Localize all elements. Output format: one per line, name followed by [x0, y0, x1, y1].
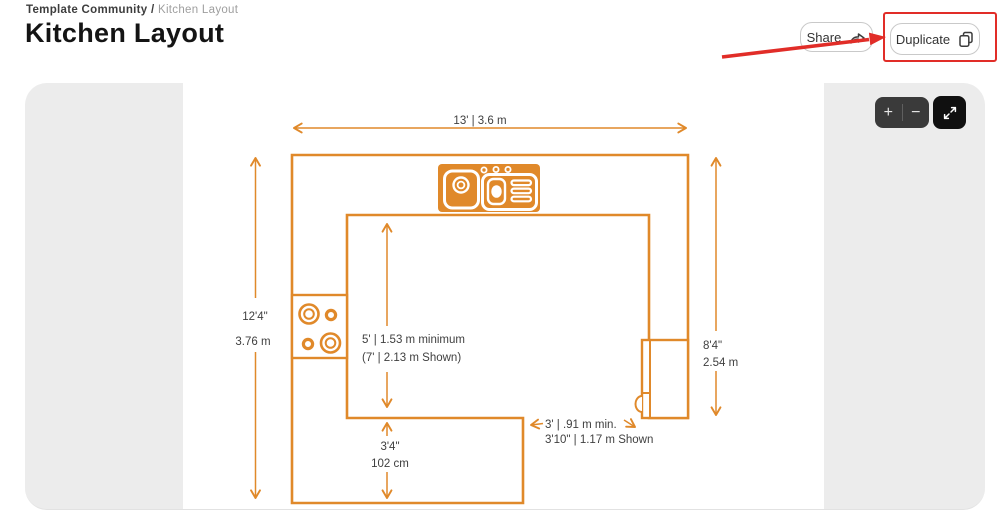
- plus-icon: +: [883, 103, 893, 121]
- breadcrumb-root[interactable]: Template Community /: [26, 4, 155, 16]
- dimension-right-height-m: 2.54 m: [703, 357, 738, 369]
- dimension-top-width-label: 13' | 3.6 m: [453, 115, 506, 127]
- zoom-controls: + −: [875, 97, 929, 128]
- dimension-right-height: 8'4" 2.54 m: [703, 157, 738, 416]
- duplicate-button-label: Duplicate: [895, 31, 951, 47]
- share-icon: [850, 32, 866, 44]
- expand-icon: [943, 106, 956, 119]
- share-button[interactable]: Share: [800, 22, 873, 52]
- dimension-walkway-line1: 3' | .91 m min.: [545, 419, 617, 431]
- zoom-in-button[interactable]: +: [875, 97, 902, 128]
- zoom-out-button[interactable]: −: [903, 97, 930, 128]
- dimension-left-height: 12'4" 3.76 m: [235, 157, 271, 499]
- breadcrumb-current: Kitchen Layout: [157, 4, 239, 16]
- fullscreen-button[interactable]: [933, 96, 966, 129]
- copy-icon: [959, 31, 973, 47]
- kitchen-counter-outline: [290, 153, 690, 505]
- dimension-top-width: 13' | 3.6 m: [293, 115, 687, 134]
- kitchen-layout-diagram: 13' | 3.6 m 12'4" 3.76 m 5' | 1.53 m min…: [235, 115, 738, 505]
- dimension-clearance-line2: (7' | 2.13 m Shown): [362, 352, 461, 364]
- zoom-divider: [901, 104, 903, 121]
- template-preview-canvas[interactable]: 13' | 3.6 m 12'4" 3.76 m 5' | 1.53 m min…: [25, 83, 985, 510]
- breadcrumb: Template Community / Kitchen Layout: [26, 4, 238, 16]
- sink-symbol: [438, 164, 540, 212]
- dimension-clearance-line1: 5' | 1.53 m minimum: [362, 334, 465, 346]
- dimension-right-height-ft: 8'4": [703, 340, 722, 352]
- share-button-label: Share: [806, 29, 842, 45]
- refrigerator-symbol: [634, 338, 690, 420]
- page-header: Template Community / Kitchen Layout Kitc…: [0, 0, 1000, 83]
- dimension-clearance: 5' | 1.53 m minimum (7' | 2.13 m Shown): [362, 223, 465, 408]
- dimension-peninsula-depth-cm: 102 cm: [371, 458, 409, 470]
- dimension-peninsula-depth: 3'4" 102 cm: [371, 422, 409, 499]
- dimension-peninsula-depth-ft: 3'4": [380, 441, 399, 453]
- page-title: Kitchen Layout: [25, 18, 225, 48]
- dimension-left-height-ft: 12'4": [242, 311, 267, 323]
- cooktop-symbol: [290, 293, 349, 360]
- minus-icon: −: [911, 103, 921, 121]
- dimension-walkway: 3' | .91 m min. 3'10" | 1.17 m Shown: [530, 418, 653, 446]
- dimension-left-height-m: 3.76 m: [235, 336, 270, 348]
- duplicate-button[interactable]: Duplicate: [890, 23, 980, 55]
- dimension-walkway-line2: 3'10" | 1.17 m Shown: [545, 434, 653, 446]
